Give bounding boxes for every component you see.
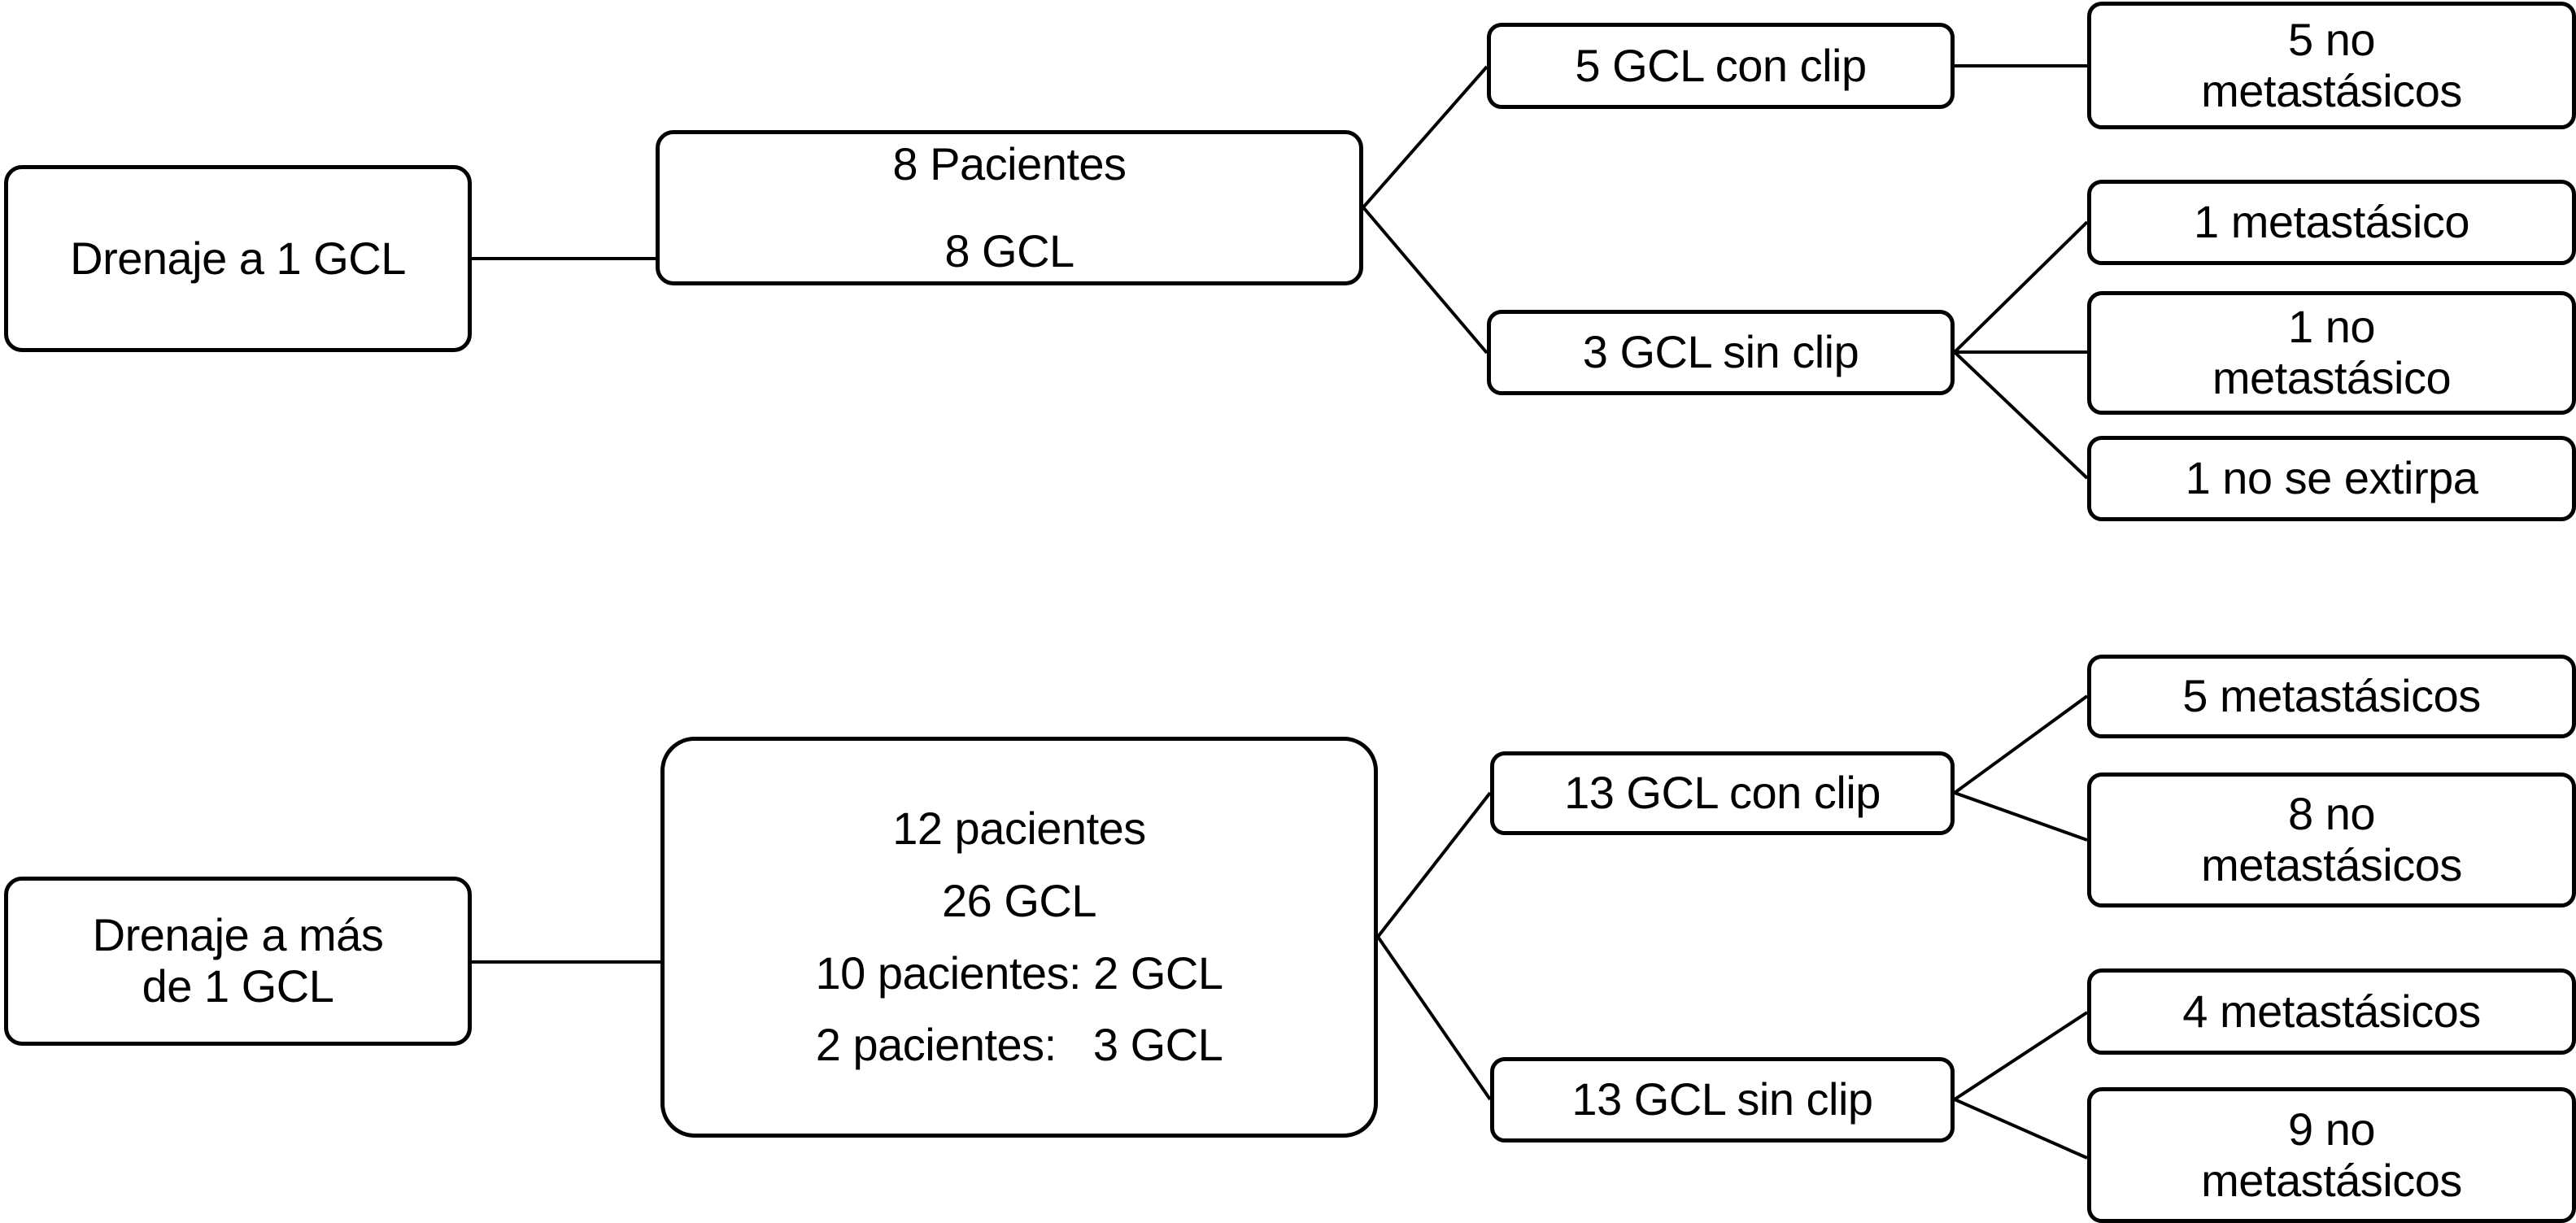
node-4-metastasicos[interactable]: 4 metastásicos — [2087, 968, 2576, 1055]
edge-13-sin-clip-to-4-met — [1953, 1011, 2089, 1101]
node-13-gcl-sin-clip[interactable]: 13 GCL sin clip — [1490, 1057, 1955, 1142]
node-label-line: 5 GCL con clip — [1575, 39, 1867, 91]
node-label-line: 2 pacientes: 3 GCL — [815, 1019, 1223, 1071]
node-3-gcl-sin-clip[interactable]: 3 GCL sin clip — [1487, 310, 1955, 395]
node-label-line: 8 GCL — [944, 224, 1074, 276]
edge-hub-top-to-3-sin-clip — [1362, 206, 1489, 355]
node-label-line: 5 no — [2288, 13, 2376, 65]
node-label-line: 1 no — [2288, 301, 2376, 353]
node-label-line: 3 GCL sin clip — [1582, 326, 1859, 378]
node-8-pacientes-8-gcl[interactable]: 8 Pacientes 8 GCL — [656, 130, 1363, 285]
edge-hub-top-to-5-con-clip — [1362, 65, 1489, 209]
node-label-line: metastásicos — [2201, 64, 2462, 116]
node-label-line: 4 metastásicos — [2182, 985, 2481, 1037]
node-label-line: 12 pacientes — [892, 803, 1146, 855]
node-label-line: 8 no — [2288, 788, 2376, 840]
node-label-line: Drenaje a 1 GCL — [70, 232, 406, 284]
node-label-line: 13 GCL sin clip — [1571, 1073, 1873, 1125]
edge-13-con-clip-to-8-no-met — [1954, 791, 2088, 842]
node-label-line: metastásicos — [2201, 839, 2462, 890]
node-label-line: 9 no — [2288, 1103, 2376, 1155]
edge-3-sin-clip-to-1-met — [1953, 220, 2089, 354]
edge-3-sin-clip-to-1-no-extirpa — [1953, 350, 2089, 480]
node-label-line: metastásicos — [2201, 1154, 2462, 1206]
node-label-line: de 1 GCL — [142, 960, 334, 1012]
node-label-line: 10 pacientes: 2 GCL — [815, 947, 1223, 999]
node-13-gcl-con-clip[interactable]: 13 GCL con clip — [1490, 751, 1955, 835]
edge-13-sin-clip-to-9-no-met — [1954, 1098, 2088, 1160]
node-1-no-se-extirpa[interactable]: 1 no se extirpa — [2087, 436, 2576, 521]
node-9-no-metastasicos[interactable]: 9 no metastásicos — [2087, 1087, 2576, 1223]
node-drenaje-a-1-gcl[interactable]: Drenaje a 1 GCL — [4, 165, 472, 352]
node-label-line: 1 metastásico — [2194, 196, 2470, 248]
node-label-line: 5 metastásicos — [2182, 670, 2481, 722]
node-drenaje-a-mas-de-1-gcl[interactable]: Drenaje a más de 1 GCL — [4, 877, 472, 1046]
edge-hub-bottom-to-13-sin-clip — [1376, 935, 1492, 1101]
node-8-no-metastasicos[interactable]: 8 no metastásicos — [2087, 773, 2576, 907]
node-5-no-metastasicos[interactable]: 5 no metastásicos — [2087, 2, 2576, 129]
node-label-line: 1 no se extirpa — [2185, 452, 2478, 504]
node-1-no-metastasico[interactable]: 1 no metastásico — [2087, 291, 2576, 415]
edge-13-con-clip-to-5-met — [1953, 694, 2089, 794]
node-label-line: Drenaje a más — [92, 909, 384, 961]
node-label-line: 8 Pacientes — [892, 137, 1127, 189]
node-5-metastasicos[interactable]: 5 metastásicos — [2087, 655, 2576, 738]
node-label-line: 26 GCL — [942, 874, 1097, 926]
edge-hub-bottom-to-13-con-clip — [1376, 791, 1492, 938]
node-label-line: 13 GCL con clip — [1564, 767, 1881, 819]
node-12-pacientes-26-gcl[interactable]: 12 pacientes 26 GCL 10 pacientes: 2 GCL … — [660, 737, 1378, 1138]
node-1-metastasico[interactable]: 1 metastásico — [2087, 180, 2576, 265]
node-label-line: metastásico — [2212, 352, 2452, 403]
node-5-gcl-con-clip[interactable]: 5 GCL con clip — [1487, 23, 1955, 109]
